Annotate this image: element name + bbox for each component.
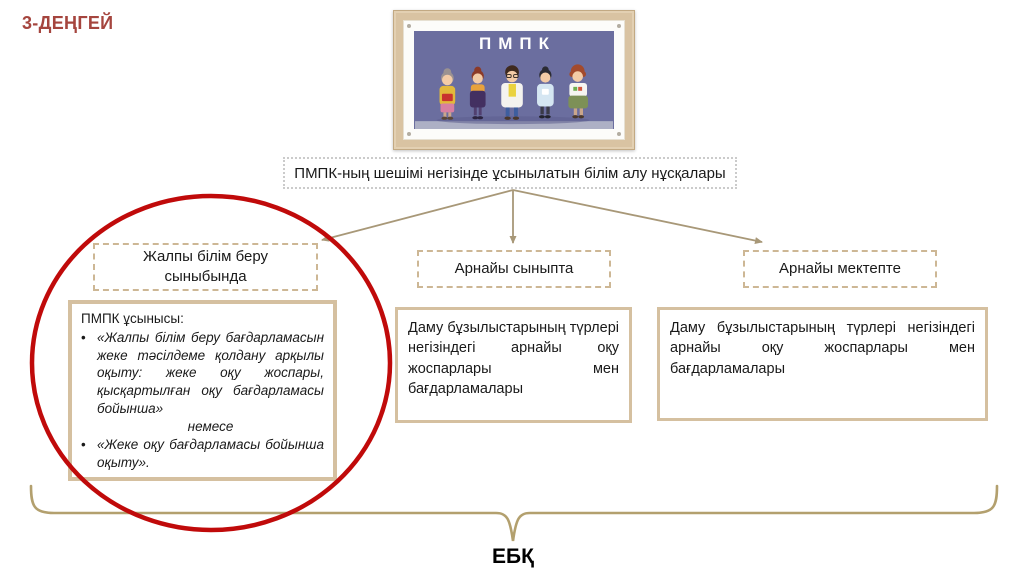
detail-text: Даму бұзылыстарының түрлері негізіндегі … (670, 320, 975, 377)
screw-icon (617, 24, 621, 28)
figure-1 (439, 68, 456, 120)
pmpk-picture-frame: ПМПК (393, 10, 635, 150)
brace-label: ЕБҚ (492, 545, 534, 568)
branch-header-special-school: Арнайы мектепте (743, 250, 937, 288)
figure-3 (501, 65, 523, 120)
branch-header-label: Арнайы мектепте (779, 259, 901, 277)
bottom-brace (29, 484, 999, 542)
screw-icon (407, 132, 411, 136)
branch-header-general-class: Жалпы білім беру сыныбында (93, 243, 318, 291)
branch-header-special-class: Арнайы сыныпта (417, 250, 611, 288)
bullet-icon: • (81, 436, 86, 452)
branch-header-label: Жалпы білім беру сыныбында (142, 247, 269, 285)
specialists-group-illustration (415, 64, 613, 129)
detail-heading: ПМПК ұсынысы: (81, 311, 184, 326)
figure-5 (568, 64, 588, 119)
detail-box-special-class: Даму бұзылыстарының түрлері негізіндегі … (395, 307, 632, 423)
detail-box-pmpk-recommendation: ПМПК ұсынысы: • «Жалпы білім беру бағдар… (68, 300, 337, 482)
arrow-to-general-class (321, 189, 514, 242)
branch-header-label: Арнайы сыныпта (454, 259, 574, 277)
bullet-icon: • (81, 329, 86, 345)
bullet-text: «Жеке оқу бағдарламасы бойынша оқыту». (97, 436, 324, 470)
detail-box-special-school: Даму бұзылыстарының түрлері негізіндегі … (657, 307, 988, 421)
pmpk-picture-caption: ПМПК (479, 34, 556, 53)
detail-text: Даму бұзылыстарының түрлері негізіндегі … (408, 320, 619, 397)
root-option-label: ПМПК-ның шешімі негізінде ұсынылатын біл… (294, 164, 726, 182)
screw-icon (407, 24, 411, 28)
figure-2 (469, 66, 486, 120)
page-title: 3-ДЕҢГЕЙ (22, 13, 114, 33)
arrow-to-special-school (512, 189, 763, 244)
bullet-text: «Жалпы білім беру бағдарламасын жеке тәс… (97, 329, 324, 417)
or-word: немесе (187, 418, 234, 434)
picture-canvas: ПМПК (414, 31, 614, 129)
root-option-box: ПМПК-ның шешімі негізінде ұсынылатын біл… (283, 157, 737, 189)
branch-arrows (321, 189, 763, 244)
bullet-item: • «Жалпы білім беру бағдарламасын жеке т… (81, 329, 324, 418)
figure-4 (537, 66, 554, 119)
bullet-item: • «Жеке оқу бағдарламасы бойынша оқыту». (81, 436, 324, 472)
screw-icon (617, 132, 621, 136)
